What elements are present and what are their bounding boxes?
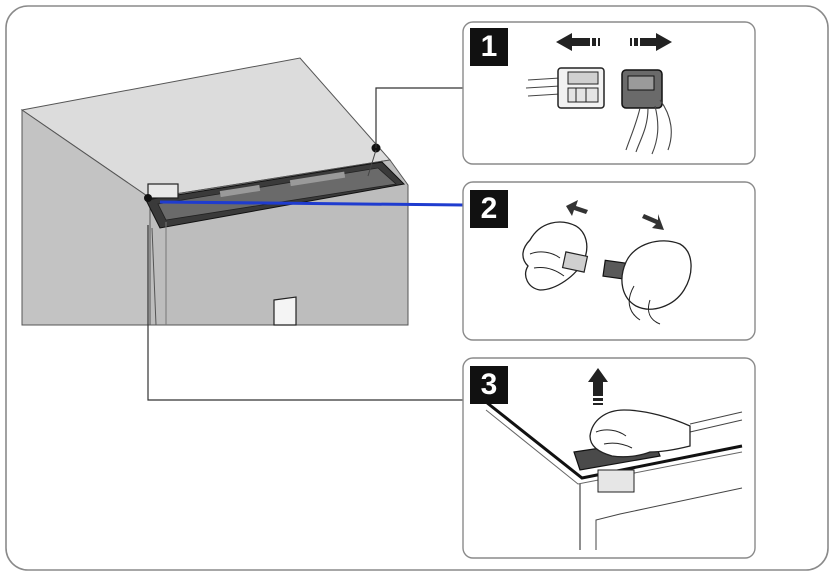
hinge-point (144, 194, 152, 202)
arrow-up-icon (588, 368, 608, 396)
step-panel-2 (462, 181, 756, 341)
connector-wire (367, 149, 377, 177)
arrow-left-icon (556, 33, 590, 51)
rim-detail (289, 171, 346, 187)
door-handle (273, 296, 297, 326)
step-number-1: 1 (470, 28, 508, 66)
step-panel-3 (462, 357, 756, 559)
connector-male-icon (525, 67, 605, 109)
door-seam (151, 227, 157, 326)
right-hand-icon (621, 240, 692, 310)
hinge-bracket (147, 183, 179, 199)
lifting-hand-icon (589, 409, 691, 458)
step-number-2: 2 (470, 190, 508, 228)
rim-detail (219, 184, 261, 198)
arrow-down-right-icon (642, 214, 664, 230)
arrow-up-left-icon (566, 200, 588, 216)
plug-left-icon (561, 251, 589, 273)
step-number-3: 3 (470, 366, 508, 404)
left-hand-icon (522, 221, 588, 291)
connector-female-icon (621, 69, 672, 155)
leader-line-3 (147, 225, 464, 401)
leader-line-2-blue (159, 200, 465, 207)
step-panel-1 (462, 21, 756, 165)
leader-line-1 (375, 87, 464, 148)
arrow-right-icon (640, 33, 672, 51)
fridge-corner-outline (485, 400, 743, 480)
hinge-mechanism-icon (597, 469, 635, 493)
